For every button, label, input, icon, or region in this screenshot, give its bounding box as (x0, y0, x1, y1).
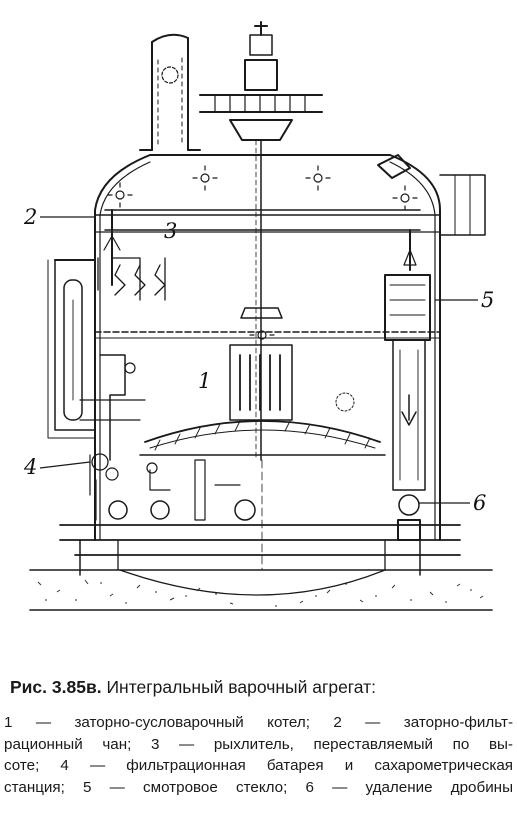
figure-caption: Рис. 3.85в. Интегральный варочный агрега… (10, 676, 510, 698)
exhaust-stack (139, 33, 201, 151)
label-4: 4 (23, 455, 37, 479)
spent-grain-discharge (392, 339, 426, 541)
label-6: 6 (473, 491, 486, 515)
vessel-shell (94, 154, 441, 541)
legend-line: станция; 5 — смотровое стекло; 6 — удале… (4, 778, 513, 796)
label-leaders (39, 216, 478, 504)
label-1: 1 (198, 369, 211, 393)
filtration-battery (47, 259, 355, 521)
rake-frame (97, 209, 421, 301)
legend-line: 1 — заторно-сусловарочный котел; 2 — зат… (4, 714, 513, 731)
label-5: 5 (481, 288, 494, 312)
foundation (29, 459, 493, 611)
label-3: 3 (164, 219, 177, 243)
false-bottom (139, 420, 386, 456)
figure-legend: 1 — заторно-сусловарочный котел; 2 — зат… (4, 712, 513, 798)
legend-line: соте; 4 — фильтрационная батарея и сахар… (4, 757, 513, 774)
label-2: 2 (23, 205, 37, 229)
legend-line: рационный чан; 3 — рыхлитель, переставля… (4, 735, 513, 753)
center-filter (229, 307, 293, 421)
brewing-unit-diagram: 1 2 3 4 5 6 (23, 21, 494, 611)
lamp-icons (107, 165, 418, 340)
top-drive (199, 21, 323, 461)
foundation-hatching (37, 579, 484, 607)
figure-number: Рис. 3.85в. (10, 677, 102, 697)
figure-title: Интегральный варочный агрегат: (106, 677, 377, 697)
